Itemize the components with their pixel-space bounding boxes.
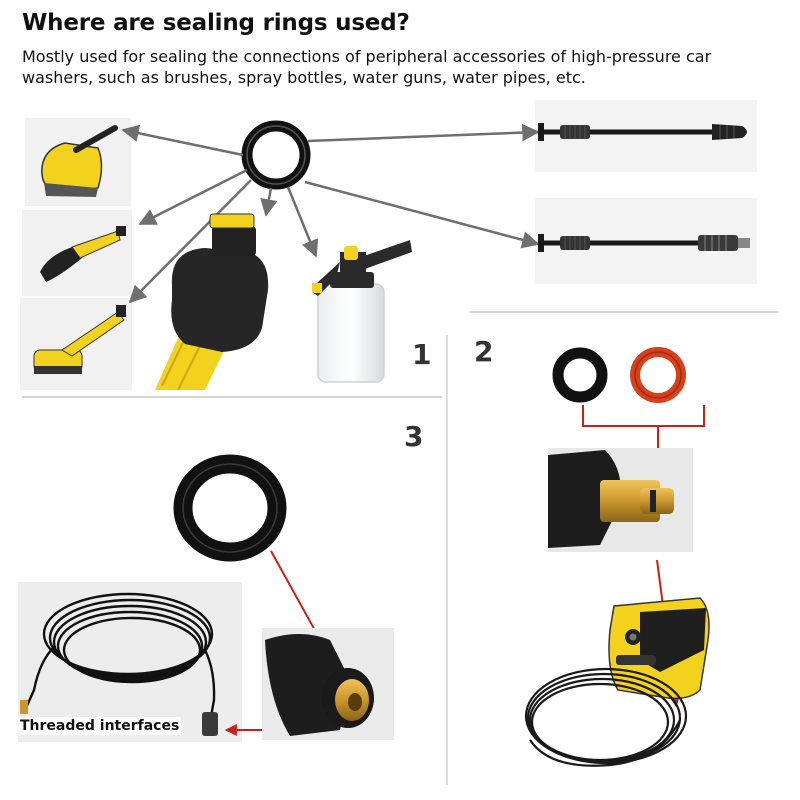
sealing-ring-icon (241, 120, 311, 190)
section-number-1: 1 (412, 338, 432, 371)
wash-brush-icon (40, 226, 126, 282)
gray-arrows (121, 123, 540, 304)
hose-fitting (202, 712, 218, 736)
hose-reel-icon (524, 667, 688, 767)
black-ring-icon (552, 347, 608, 403)
large-ring-icon (173, 454, 287, 562)
coupler-icon (155, 213, 269, 391)
spray-lance-icon (538, 123, 747, 141)
coiled-hose-icon (24, 592, 216, 723)
quick-connect-icon (548, 450, 674, 548)
hose-fitting-brass (20, 700, 28, 714)
section-number-2: 2 (474, 335, 494, 368)
flat-brush-icon (33, 305, 126, 374)
section-number-3: 3 (404, 420, 424, 453)
threaded-interfaces-label: Threaded interfaces (18, 717, 182, 735)
page-subtitle: Mostly used for sealing the connections … (22, 47, 712, 87)
spray-lance-icon (538, 234, 750, 252)
wheel-brush-icon (41, 125, 118, 197)
pressure-washer-icon (608, 597, 710, 700)
foam-bottle-icon (312, 240, 412, 383)
red-ring-icon (630, 347, 686, 403)
page-title: Where are sealing rings used? (22, 10, 410, 36)
threaded-fitting-icon (265, 634, 374, 736)
